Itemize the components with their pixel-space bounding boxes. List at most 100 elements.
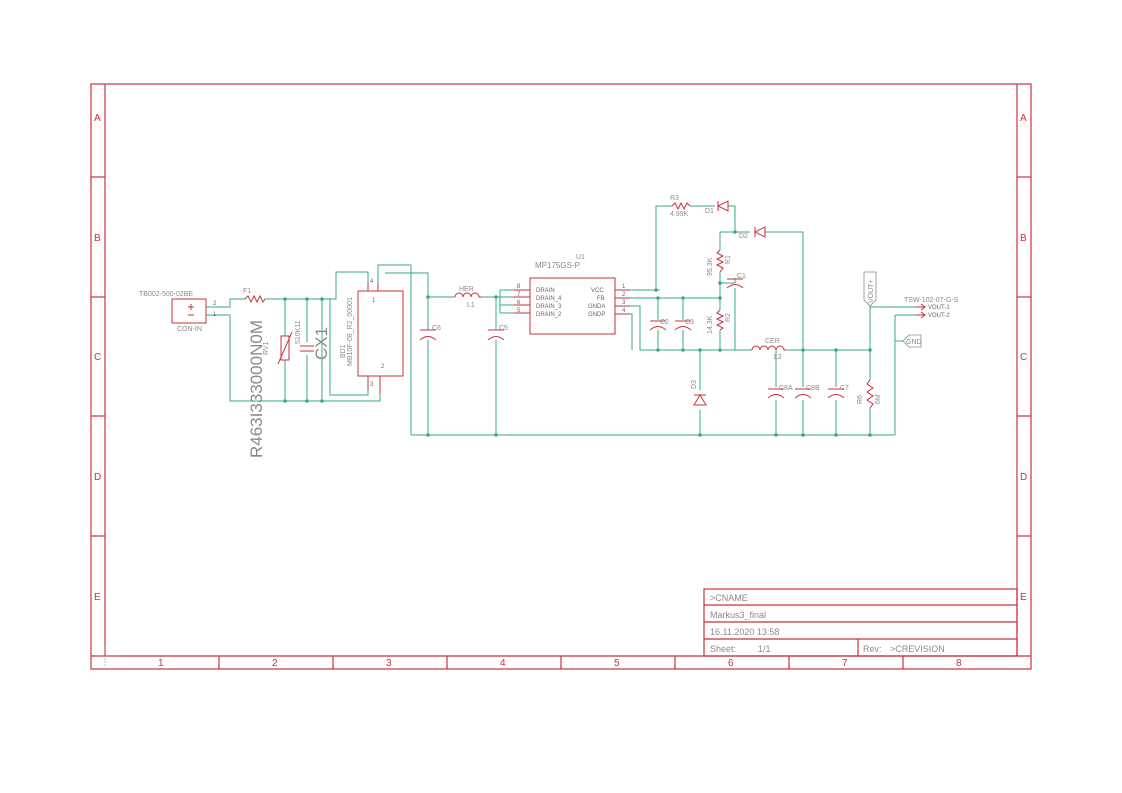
title-block [703,588,1018,657]
u1-ic-symbol [514,277,630,335]
d3-label: D3 [691,380,698,389]
u1-num-7: 7 [517,292,521,298]
r3-label: R3 [670,195,679,202]
gnd-flag [902,334,922,348]
r2-value-label: 14.3K [707,315,714,334]
row-label-a-right: A [1020,113,1027,124]
col-label-1: 1 [158,658,164,669]
sheet-frame [90,83,1032,670]
d1-label: D1 [705,208,714,215]
u1-pin-drain2: DRAIN_2 [536,312,562,318]
wires [206,205,915,436]
r2-label: R2 [725,313,732,322]
col-label-3: 3 [386,658,392,669]
r1-label: R1 [725,255,732,264]
vout-pin1-label: VOUT-1 [928,305,950,311]
rv1-label: RV1 [263,341,270,355]
bd1-pin4-label: 4 [370,279,374,285]
bd1-label: BD1 [340,344,347,358]
d2-label: D2 [739,233,748,240]
d3-diode-symbol [693,394,707,406]
rv1-value-label: R463I333000N0M [247,320,266,458]
bd1-pin3-label: 3 [370,382,374,388]
c8b-label: C8B [806,385,820,392]
row-label-d-right: D [1020,472,1027,483]
row-label-c-right: C [1020,352,1027,363]
c6-capacitor-symbol [419,329,437,341]
l2-value-label: CER [765,338,780,345]
varistor-symbol [277,331,293,365]
bd1-pin2-label: 2 [381,364,385,370]
u1-num-8: 8 [517,284,521,290]
cx1-capacitor-symbol [300,345,314,352]
c3-capacitor-symbol [674,320,692,331]
l1-label: L1 [467,302,475,309]
title-block-rev-label: Rev: [863,644,882,654]
d2-diode-symbol [753,226,766,238]
gnd-flag-label: GND [906,339,922,346]
title-block-date: 16.11.2020 13:58 [710,627,779,637]
c5-label: C5 [499,325,508,332]
conn-in-part-label: TB002-500-02BE [139,291,193,298]
title-block-name: >CNAME [710,593,748,603]
u1-pin-gndp: GNDP [588,312,605,318]
row-label-e-right: E [1020,592,1027,603]
u1-pin-drain: DRAIN [536,288,555,294]
bd1-pin1-label: 1 [372,298,376,304]
junctions [283,230,872,437]
c1-capacitor-symbol [726,278,744,289]
col-label-6: 6 [728,658,734,669]
u1-num-1: 1 [622,284,626,290]
row-label-b-right: B [1020,233,1027,244]
origin-cross-icon [95,646,115,666]
title-block-sheet-label: Sheet: [710,644,736,654]
title-block-sheet-value: 1/1 [758,644,771,654]
u1-num-6: 6 [517,300,521,306]
l2-label: L2 [774,354,782,361]
col-label-5: 5 [614,658,620,669]
output-connector [915,303,926,319]
c2-label: C2 [660,319,669,326]
c7-label: C7 [840,385,849,392]
row-label-c: C [94,352,101,363]
r6-value-label: 6M [875,394,882,404]
c3-label: C3 [685,319,694,326]
col-label-2: 2 [272,658,278,669]
title-block-rev-value: >CREVISION [890,644,945,654]
u1-pin-drain4: DRAIN_4 [536,296,562,302]
conn-in-pin1-label: 1 [213,312,217,318]
c1-label: C1 [737,273,746,280]
cx1-label: CX1 [312,327,331,360]
fuse-symbol [244,294,266,304]
row-label-e: E [94,592,101,603]
conn-in-name-label: CON-IN [177,326,202,333]
r3-value-label: 4.99K [670,211,689,218]
r6-resistor-symbol [866,379,874,409]
bridge-rectifier-symbol [357,283,404,394]
title-block-project: Markus3_final [710,610,766,620]
cx1-value-label: 510K11 [295,320,302,344]
r1-value-label: 95.3K [707,257,714,276]
vout-flag [863,271,877,307]
u1-num-5: 5 [517,308,521,314]
c2-capacitor-symbol [649,320,667,331]
u1-num-2: 2 [622,292,626,298]
u1-pin-fb: FB [597,296,605,302]
u1-num-4: 4 [622,308,626,314]
r2-resistor-symbol [715,309,725,331]
d1-diode-symbol [716,200,729,212]
vout-pin2-label: VOUT-2 [928,313,950,319]
u1-pin-drain3: DRAIN_3 [536,304,562,310]
fuse-label: F1 [243,288,251,295]
c7-capacitor-symbol [827,388,845,399]
row-label-a: A [94,113,101,124]
l1-inductor-symbol [454,292,481,298]
row-label-b: B [94,233,101,244]
col-label-7: 7 [842,658,848,669]
vout-flag-label: VOUT+ [868,279,875,303]
conn-in-pin2-label: 2 [213,301,217,307]
c8b-capacitor-symbol [794,388,812,399]
r6-label: R6 [857,395,864,404]
u1-label: U1 [576,254,585,261]
